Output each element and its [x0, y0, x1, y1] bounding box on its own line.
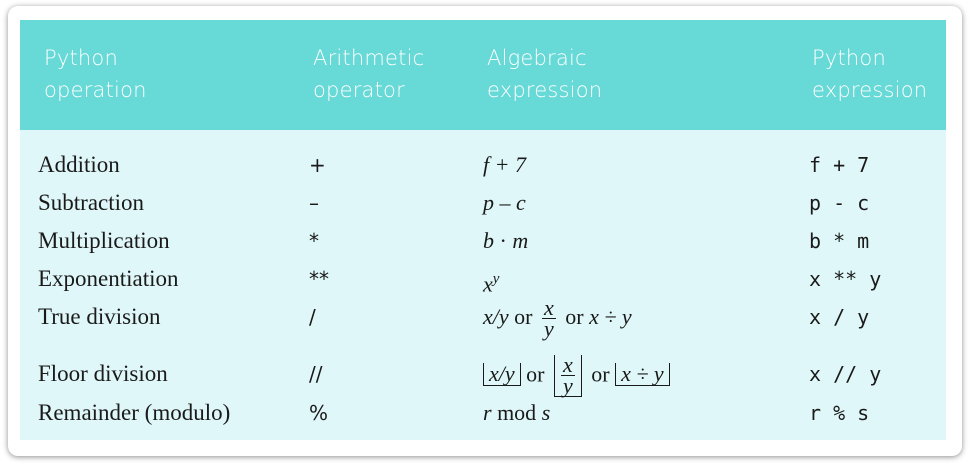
or-word: or — [565, 304, 584, 329]
fraction-numerator: x — [541, 295, 556, 321]
python-expression-cell: x / y — [809, 305, 870, 329]
python-expression-cell: p - c — [809, 191, 870, 215]
algebraic-text: p – c — [483, 190, 526, 215]
python-expression-cell: f + 7 — [809, 153, 870, 177]
fraction-denominator: y — [562, 373, 573, 399]
mod-word: mod — [497, 400, 537, 425]
python-expression-cell: b * m — [809, 229, 870, 253]
operation-cell: Exponentiation — [38, 266, 179, 291]
algebraic-cell: r mod s — [483, 394, 550, 432]
table-card: Python operation Arithmetic operator Alg… — [8, 6, 962, 456]
algebraic-m: m — [512, 228, 529, 253]
operator-cell: / — [309, 305, 316, 329]
algebraic-text: f + 7 — [483, 152, 526, 177]
operator-cell: – — [309, 191, 319, 215]
operation-cell: Remainder (modulo) — [38, 400, 231, 425]
algebraic-s: s — [541, 400, 551, 425]
or-word: or — [591, 361, 610, 387]
operator-cell: // — [309, 362, 323, 386]
operator-cell: ** — [309, 267, 329, 291]
or-word: or — [526, 361, 545, 387]
operation-cell: Multiplication — [38, 228, 170, 253]
operation-cell: Floor division — [38, 361, 168, 386]
algebraic-cell: b · m — [483, 222, 528, 260]
operation-cell: Addition — [38, 152, 120, 177]
header-algebraic-expression: Algebraic expression — [487, 46, 603, 102]
table-row: Remainder (modulo) % r mod s r % s — [20, 394, 946, 432]
python-expression-cell: x ** y — [809, 267, 882, 291]
floor-expression: x/y — [483, 363, 521, 387]
operator-cell: + — [309, 153, 326, 177]
operation-cell: Subtraction — [38, 190, 145, 215]
header-python-expression: Python expression — [812, 46, 928, 102]
table-row: Subtraction – p – c p - c — [20, 184, 946, 222]
algebraic-divide-sign: x ÷ y — [589, 304, 632, 329]
algebraic-div: x/y — [483, 304, 509, 329]
algebraic-dot: · — [499, 228, 507, 253]
operation-cell: True division — [38, 304, 161, 329]
operators-table: Python operation Arithmetic operator Alg… — [20, 20, 946, 440]
algebraic-base: x — [483, 271, 493, 297]
header-arithmetic-operator: Arithmetic operator — [313, 46, 425, 102]
fraction-denominator: y — [543, 316, 554, 342]
algebraic-exponent: y — [492, 271, 500, 287]
floor-divide-expression: x ÷ y — [615, 363, 670, 387]
operator-cell: * — [309, 229, 319, 253]
table-body: Addition + f + 7 f + 7 Subtraction – p –… — [20, 130, 946, 440]
algebraic-cell: xy — [483, 260, 499, 298]
algebraic-cell: f + 7 — [483, 146, 526, 184]
table-row: Addition + f + 7 f + 7 — [20, 146, 946, 184]
or-word: or — [514, 304, 533, 329]
table-header: Python operation Arithmetic operator Alg… — [20, 20, 946, 130]
python-expression-cell: r % s — [809, 401, 870, 425]
python-expression-cell: x // y — [809, 362, 882, 386]
operator-cell: % — [309, 401, 329, 425]
algebraic-r: r — [483, 400, 492, 425]
table-row: Multiplication * b · m b * m — [20, 222, 946, 260]
fraction-numerator: x — [560, 352, 575, 378]
algebraic-cell: p – c — [483, 184, 526, 222]
algebraic-b: b — [483, 228, 494, 253]
header-python-operation: Python operation — [44, 46, 147, 102]
table-row: Exponentiation ** xy x ** y — [20, 260, 946, 298]
